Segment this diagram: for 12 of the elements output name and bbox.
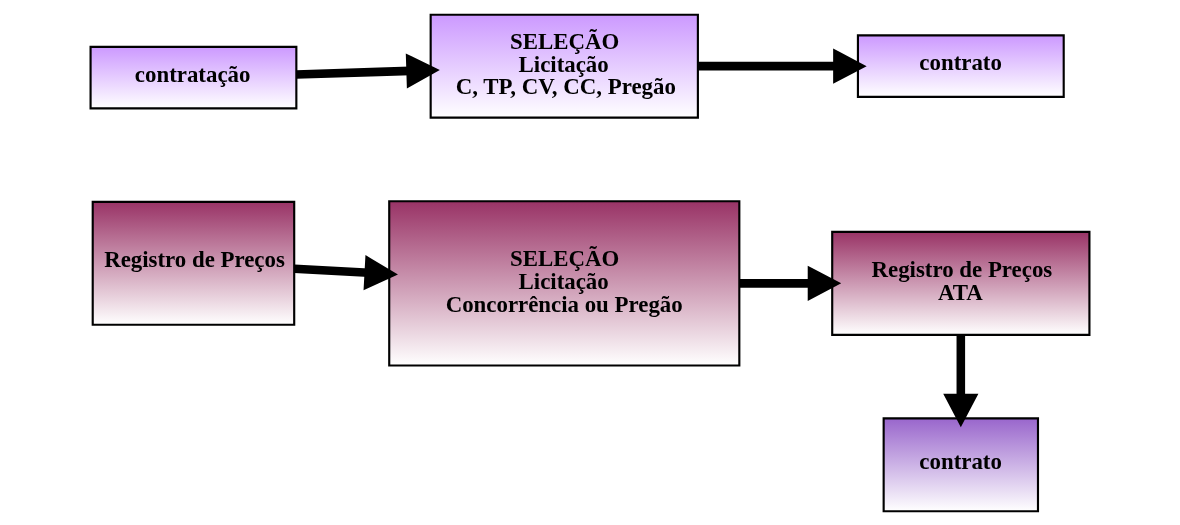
node-box: Registro de Preços ATA <box>831 230 1091 336</box>
node-box: contrato <box>856 33 1065 98</box>
node-box: contrato <box>882 416 1040 512</box>
node-box: Registro de Preços <box>91 200 296 326</box>
arrow <box>697 48 867 84</box>
node-box: contratação <box>89 45 298 109</box>
arrow <box>294 254 398 290</box>
node-box: SELEÇÃO Licitação Concorrência ou Pregão <box>388 199 741 367</box>
arrow <box>296 52 440 89</box>
arrow <box>739 265 842 301</box>
node-box: SELEÇÃO Licitação C, TP, CV, CC, Pregão <box>429 13 699 119</box>
arrow <box>943 334 979 427</box>
